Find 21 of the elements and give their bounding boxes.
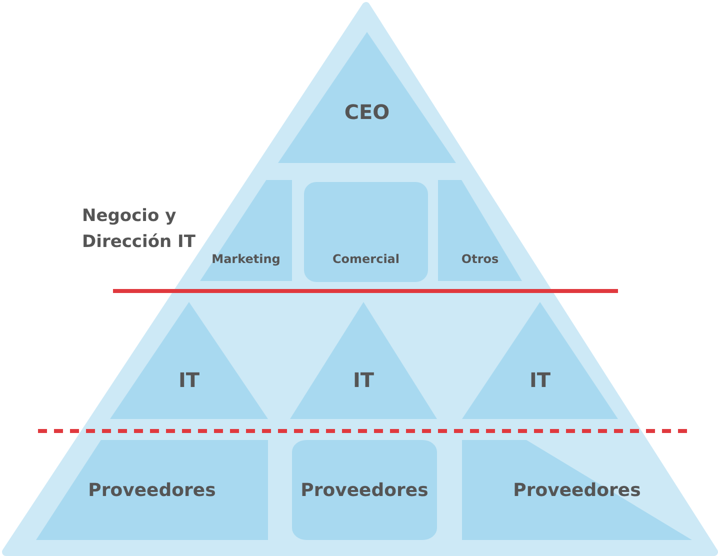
level-tile: [292, 440, 437, 540]
level-tile: [200, 180, 292, 281]
tile-label: Proveedores: [300, 480, 430, 501]
triangle-tile: [110, 302, 268, 419]
tile-label: IT: [528, 368, 552, 392]
triangle-tile: [278, 32, 456, 163]
tile-label: Marketing: [210, 252, 282, 266]
level-tile: [462, 440, 692, 540]
tile-label: Comercial: [331, 252, 401, 266]
tile-label: Proveedores: [87, 480, 217, 501]
triangle-tile: [290, 302, 437, 419]
level-tile: [438, 180, 522, 281]
level-tile: [304, 182, 428, 282]
tile-label: Otros: [460, 252, 500, 266]
tile-label: IT: [177, 368, 201, 392]
level-tile: [36, 440, 268, 540]
tile-label: CEO: [343, 100, 391, 124]
triangle-tile: [462, 302, 618, 419]
section-label: Negocio y Dirección IT: [82, 205, 196, 254]
tile-label: Proveedores: [512, 480, 642, 501]
tile-label: IT: [352, 368, 376, 392]
